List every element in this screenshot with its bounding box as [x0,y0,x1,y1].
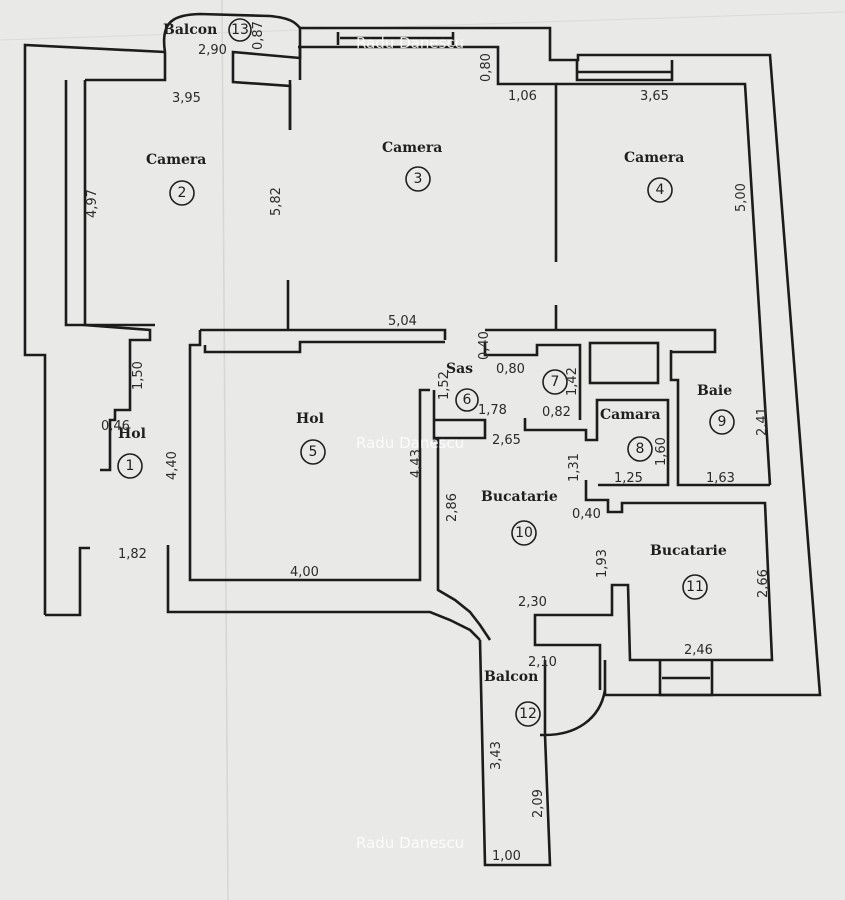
dimension-label: 0,40 [477,331,492,360]
watermark: Radu Danescu [356,834,464,852]
room-label-bucatarie-11: Bucatarie [650,543,727,559]
room-number-circle [709,409,735,435]
room-number-11: 11 [686,579,704,595]
room-number-10: 10 [515,525,533,541]
dimension-label: 0,80 [496,362,525,377]
dimension-label: 0,82 [542,405,571,420]
dimension-label: 4,43 [409,449,424,478]
room-number-circle [455,388,479,412]
room-number-circle [117,453,143,479]
walls [23,12,822,867]
dimension-label: 2,86 [445,493,460,522]
room-number-circle [542,369,568,395]
room-label-hol-1: Hol [118,426,146,442]
dimension-label: 1,78 [478,403,507,418]
dimension-label: 5,00 [734,183,749,212]
room-label-sas-6: Sas [446,361,473,377]
room-number-circle [627,436,653,462]
room-label-balcon-12: Balcon [484,669,538,685]
dimension-label: 1,82 [118,547,147,562]
room-label-camera-3: Camera [382,140,442,156]
room-label-hol-5: Hol [296,411,324,427]
room-number-3: 3 [414,171,423,187]
dimension-label: 1,93 [595,549,610,578]
dimension-label: 2,90 [198,43,227,58]
room-number-7: 7 [551,374,560,390]
dimension-label: 1,31 [567,453,582,482]
room-number-circle [300,439,326,465]
dimension-label: 4,97 [85,189,100,218]
room-number-circle [228,18,252,42]
dimension-label: 0,40 [572,507,601,522]
room-number-8: 8 [636,441,645,457]
room-number-1: 1 [126,458,135,474]
room-label-camera-4: Camera [624,150,684,166]
room-number-9: 9 [718,414,727,430]
paper-fold [0,11,845,41]
room-number-12: 12 [519,706,537,722]
dimension-labels: 2,90 0,87 3,95 0,80 1,06 3,65 4,97 5,82 … [85,21,771,864]
room-label-baie-9: Baie [697,383,732,399]
room-number-circle [682,574,708,600]
room-number-circle [511,520,537,546]
room-number-circle [647,177,673,203]
room-label-camera-2: Camera [146,152,206,168]
dimension-label: 4,40 [165,451,180,480]
dimension-label: 1,60 [654,437,669,466]
room-number-4: 4 [656,182,665,198]
room-number-6: 6 [463,392,472,408]
room-number-13: 13 [231,22,249,38]
dimension-label: 1,25 [614,471,643,486]
dimension-label: 3,95 [172,91,201,106]
dimension-label: 0,46 [101,419,130,434]
dimension-label: 1,52 [437,371,452,400]
dimension-label: 5,82 [269,187,284,216]
dimension-label: 2,41 [755,407,770,436]
dimension-label: 2,30 [518,595,547,610]
watermark: Radu Danescu [356,34,464,52]
dimension-label: 2,66 [756,569,771,598]
dimension-label: 0,87 [251,21,266,50]
room-number-circle [169,180,195,206]
paper-fold [221,0,229,900]
room-label-camara-8: Camara [600,407,661,423]
dimension-label: 2,46 [684,643,713,658]
dimension-label: 2,09 [531,789,546,818]
dimension-label: 0,80 [479,53,494,82]
dimension-label: 4,00 [290,565,319,580]
dimension-label: 2,65 [492,433,521,448]
dimension-label: 3,65 [640,89,669,104]
dimension-label: 3,43 [489,741,504,770]
dimension-label: 5,04 [388,314,417,329]
room-number-5: 5 [309,444,318,460]
room-number-circle [515,701,541,727]
room-number-circle [405,166,431,192]
dimension-label: 1,42 [565,367,580,396]
dimension-label: 2,10 [528,655,557,670]
watermark: Radu Danescu [356,434,464,452]
room-label-balcon-13: Balcon [163,22,217,38]
dimension-label: 1,50 [131,361,146,390]
room-label-bucatarie-10: Bucatarie [481,489,558,505]
room-number-2: 2 [178,185,187,201]
dimension-label: 1,06 [508,89,537,104]
dimension-label: 1,63 [706,471,735,486]
dimension-label: 1,00 [492,849,521,864]
